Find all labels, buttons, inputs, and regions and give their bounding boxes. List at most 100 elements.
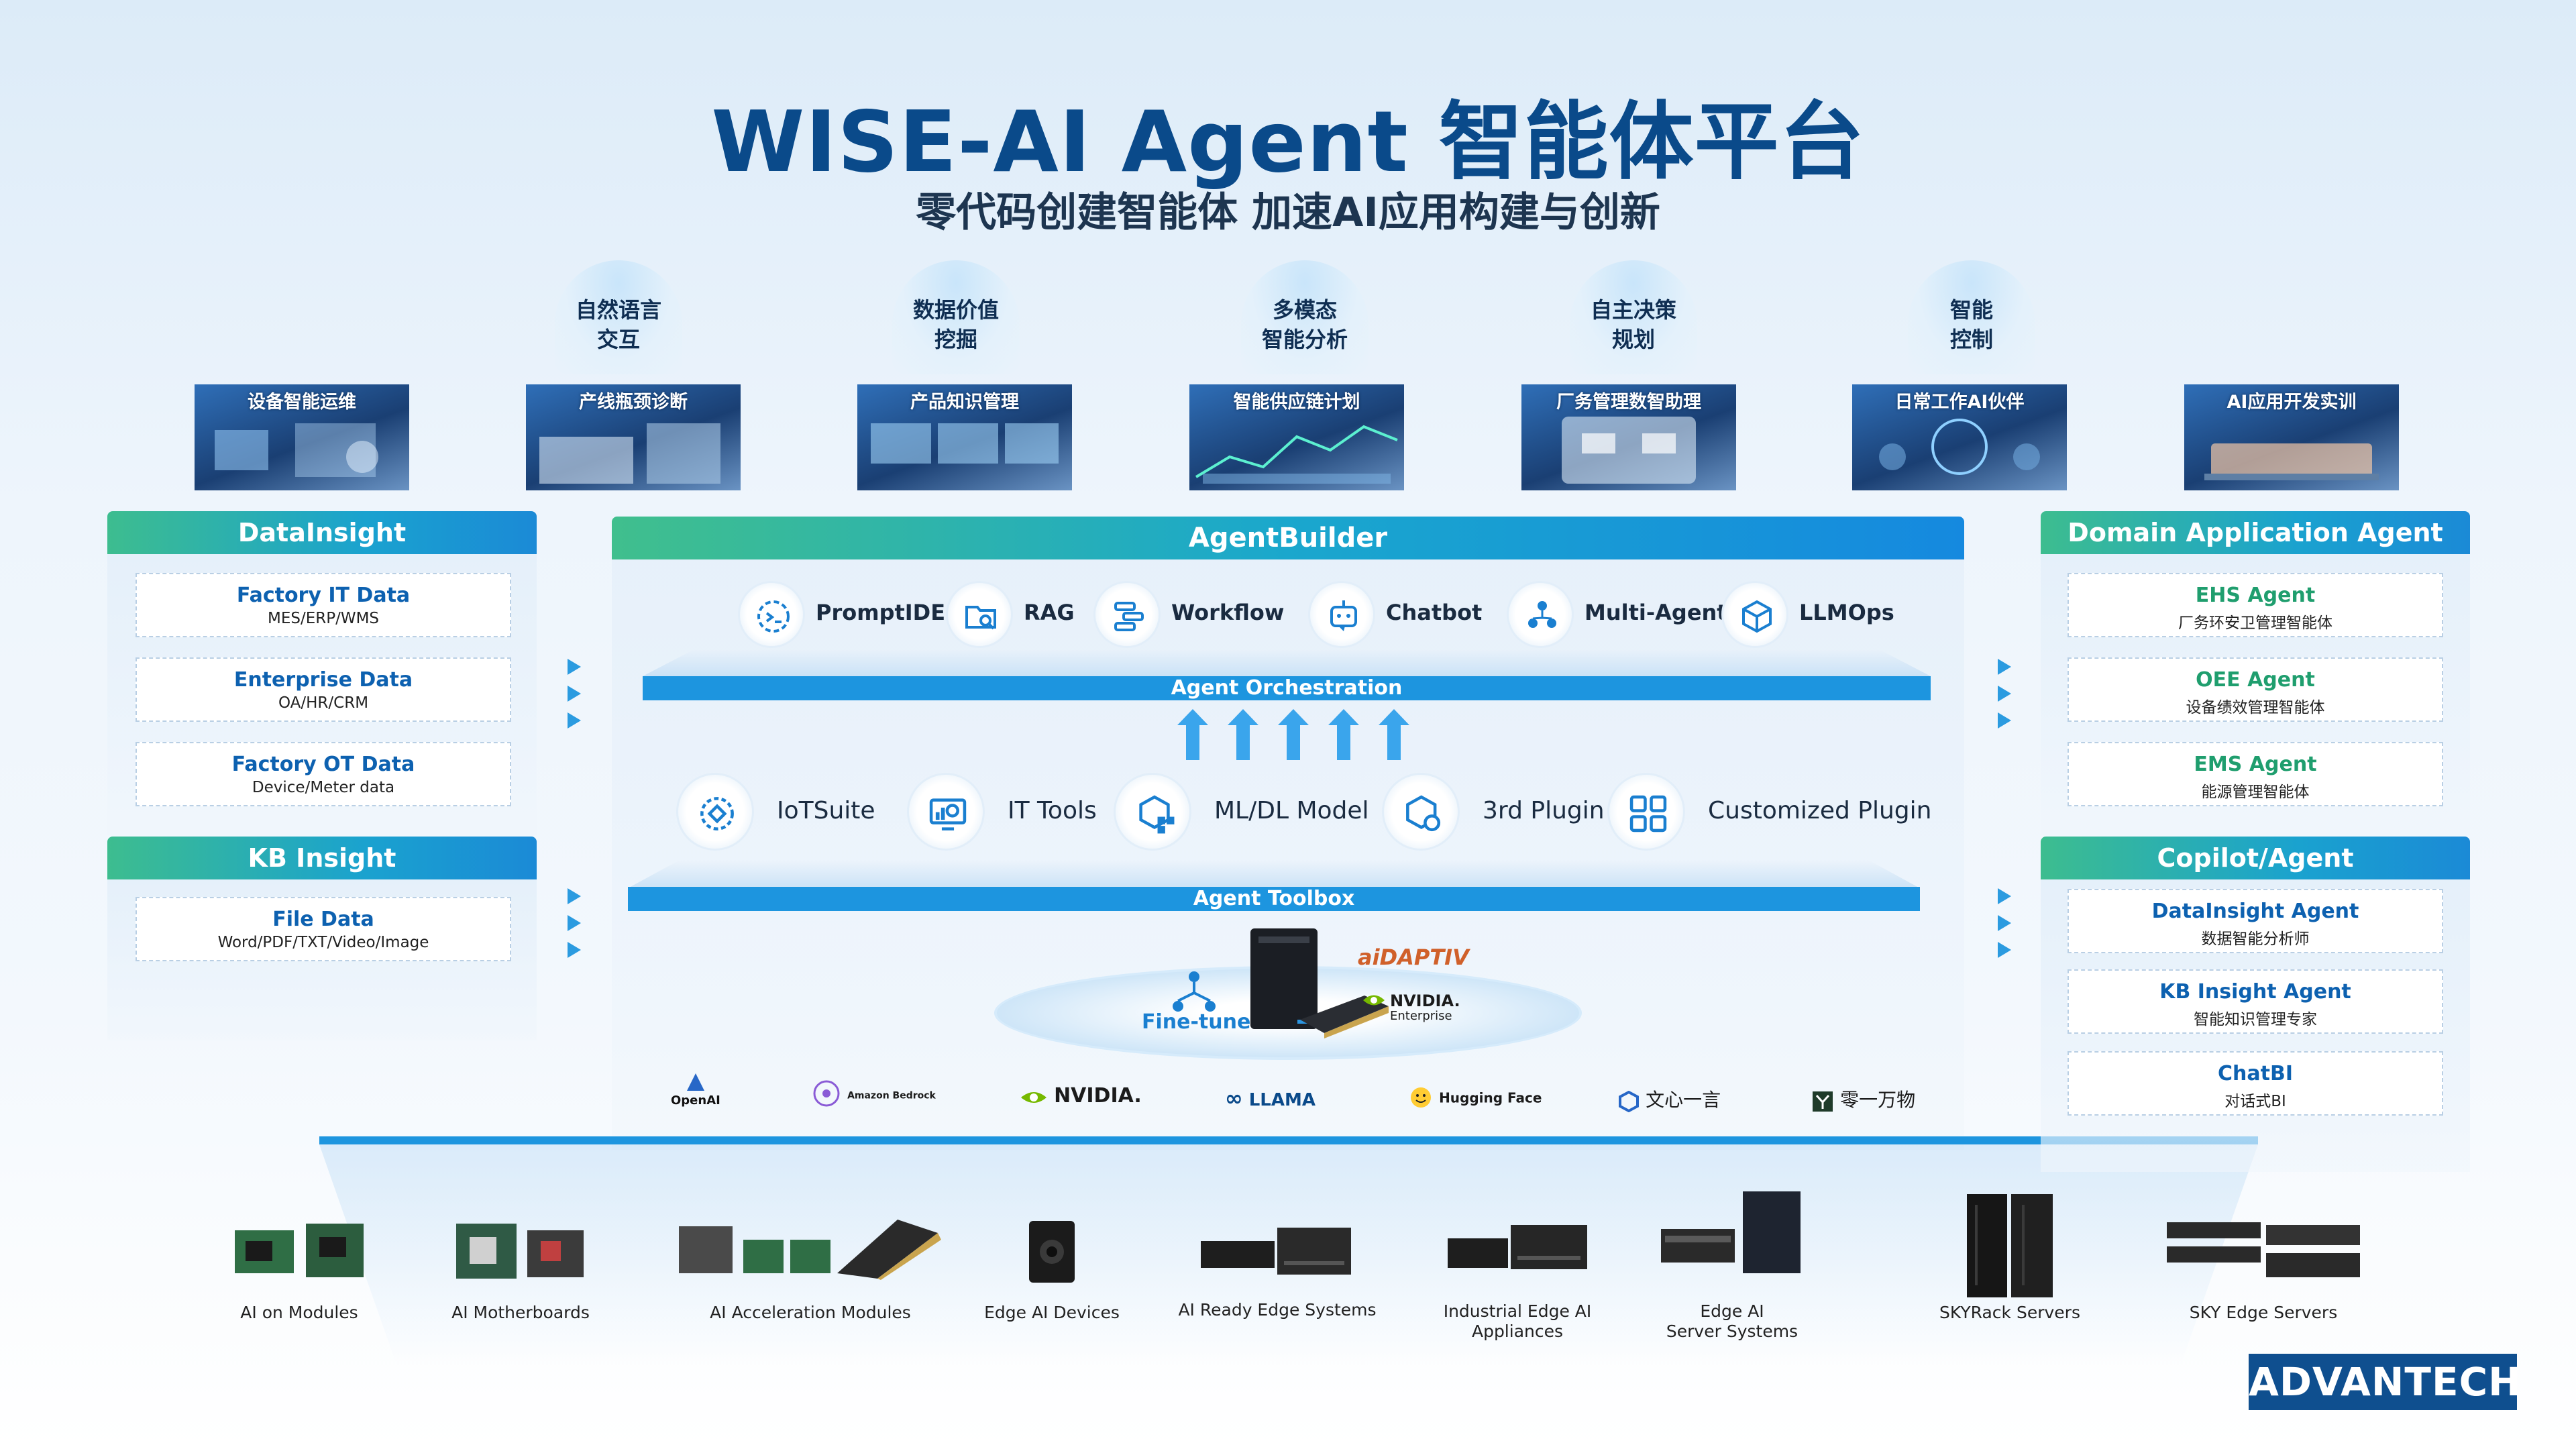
arrow-right-icon bbox=[1998, 888, 2011, 904]
page-subtitle: 零代码创建智能体 加速AI应用构建与创新 bbox=[916, 189, 1660, 236]
logo-label: LLAMA bbox=[1248, 1090, 1316, 1110]
agent-card[interactable]: OEE Agent 设备绩效管理智能体 bbox=[2068, 657, 2443, 722]
logo-label: Hugging Face bbox=[1439, 1089, 1542, 1106]
tool-promptide[interactable]: PromptIDE bbox=[738, 581, 945, 648]
logo-label: 零一万物 bbox=[1840, 1089, 1916, 1111]
tool-chatbot[interactable]: Chatbot bbox=[1308, 581, 1482, 648]
scene-card[interactable]: 智能供应链计划 bbox=[1189, 384, 1404, 490]
scene-image bbox=[215, 423, 378, 477]
data-source-card[interactable]: Factory IT Data MES/ERP/WMS bbox=[136, 573, 511, 637]
scene-card[interactable]: 厂务管理数智助理 bbox=[1521, 384, 1736, 490]
rack-server-image bbox=[1967, 1194, 2053, 1297]
scene-card[interactable]: 产品知识管理 bbox=[857, 384, 1072, 490]
toolbox-label: 3rd Plugin bbox=[1483, 797, 1605, 824]
module-image bbox=[235, 1224, 364, 1277]
hardware-label-line2: Server Systems bbox=[1666, 1322, 1799, 1341]
card-subtitle: Word/PDF/TXT/Video/Image bbox=[217, 934, 429, 951]
toolbox-customized-plugin[interactable]: Customized Plugin bbox=[1607, 773, 1931, 851]
tool-llmops[interactable]: LLMOps bbox=[1721, 581, 1894, 648]
hardware-divider bbox=[319, 1136, 2258, 1144]
tool-label: LLMOps bbox=[1799, 600, 1894, 625]
prompt-icon bbox=[738, 581, 805, 648]
grid-icon bbox=[1607, 773, 1685, 851]
hugging-face-logo: Hugging Face bbox=[1409, 1085, 1542, 1110]
scene-card[interactable]: 产线瓶颈诊断 bbox=[526, 384, 741, 490]
agent-card[interactable]: EHS Agent 厂务环安卫管理智能体 bbox=[2068, 573, 2443, 637]
toolbox-iotsuite[interactable]: IoTSuite bbox=[676, 773, 898, 851]
arrow-up-icon bbox=[1177, 709, 1208, 760]
capability-bubble: 数据价值 挖掘 bbox=[892, 260, 1020, 374]
tool-rag[interactable]: RAG bbox=[946, 581, 1080, 648]
data-source-card[interactable]: Factory OT Data Device/Meter data bbox=[136, 742, 511, 806]
card-subtitle: OA/HR/CRM bbox=[278, 694, 369, 712]
card-title: EHS Agent bbox=[2195, 584, 2316, 607]
card-subtitle: 能源管理智能体 bbox=[2201, 784, 2310, 801]
hardware-label: SKYRack Servers bbox=[1939, 1303, 2080, 1322]
data-source-card[interactable]: Enterprise Data OA/HR/CRM bbox=[136, 657, 511, 722]
arrow-right-icon bbox=[1998, 712, 2011, 729]
nvidia-enterprise-logo: NVIDIA. bbox=[1390, 991, 1460, 1010]
data-source-card[interactable]: File Data Word/PDF/TXT/Video/Image bbox=[136, 897, 511, 961]
hardware-label: AI Ready Edge Systems bbox=[1178, 1300, 1377, 1320]
lingyi-logo: 零一万物 bbox=[1811, 1085, 1915, 1113]
scene-image bbox=[2204, 443, 2379, 480]
agent-card[interactable]: KB Insight Agent 智能知识管理专家 bbox=[2068, 969, 2443, 1034]
wenxin-logo: 文心一言 bbox=[1618, 1085, 1721, 1112]
capability-line2: 交互 bbox=[596, 327, 640, 352]
edge-appliance-image bbox=[1448, 1225, 1587, 1269]
agent-card[interactable]: ChatBI 对话式BI bbox=[2068, 1051, 2443, 1116]
edge-server-image bbox=[1661, 1191, 1801, 1273]
lingyi-icon bbox=[1813, 1091, 1833, 1112]
scene-card[interactable]: 设备智能运维 bbox=[195, 384, 409, 490]
edge-device-image bbox=[1029, 1221, 1075, 1283]
acceleration-module-image bbox=[679, 1220, 941, 1280]
tool-label: Workflow bbox=[1171, 600, 1285, 625]
workflow-icon bbox=[1093, 581, 1161, 648]
edge-system-image bbox=[1201, 1228, 1351, 1275]
motherboard-image bbox=[456, 1224, 584, 1279]
card-title: Factory IT Data bbox=[236, 584, 411, 607]
card-subtitle: 数据智能分析师 bbox=[2201, 930, 2310, 948]
capability-line1: 自然语言 bbox=[575, 297, 661, 323]
arrow-up-icon bbox=[1379, 709, 1409, 760]
agentbuilder-title: AgentBuilder bbox=[612, 517, 1964, 559]
domain-agent-panel: Domain Application Agent EHS Agent 厂务环安卫… bbox=[2041, 511, 2470, 835]
capability-line2: 规划 bbox=[1611, 327, 1655, 352]
arrow-up-icon bbox=[1278, 709, 1309, 760]
tool-workflow[interactable]: Workflow bbox=[1093, 581, 1284, 648]
openai-logo: OpenAI bbox=[671, 1072, 720, 1108]
capability-line1: 多模态 bbox=[1272, 297, 1337, 323]
toolbox-3rd-plugin[interactable]: 3rd Plugin bbox=[1382, 773, 1610, 851]
logo-label: Amazon Bedrock bbox=[847, 1090, 936, 1102]
scene-caption: AI应用开发实训 bbox=[2226, 392, 2357, 413]
cube-icon bbox=[1721, 581, 1788, 648]
card-title: DataInsight Agent bbox=[2151, 900, 2359, 923]
card-subtitle: 对话式BI bbox=[2224, 1093, 2286, 1110]
scene-caption: 产品知识管理 bbox=[910, 392, 1019, 413]
tool-multi-agent[interactable]: Multi-Agent bbox=[1507, 581, 1727, 648]
arrow-right-icon bbox=[568, 942, 581, 958]
hardware-label: AI on Modules bbox=[240, 1303, 358, 1322]
arrow-right-icon bbox=[568, 659, 581, 675]
capability-line1: 智能 bbox=[1949, 297, 1993, 323]
card-title: EMS Agent bbox=[2194, 753, 2317, 776]
toolbox-ml-dl-model[interactable]: ML/DL Model bbox=[1114, 773, 1369, 851]
scene-caption: 设备智能运维 bbox=[248, 392, 356, 413]
orchestration-platform bbox=[643, 649, 1931, 676]
logo-label: OpenAI bbox=[671, 1093, 720, 1108]
infinity-icon: ∞ bbox=[1225, 1085, 1243, 1111]
logo-label: 文心一言 bbox=[1646, 1089, 1721, 1111]
agent-card[interactable]: EMS Agent 能源管理智能体 bbox=[2068, 742, 2443, 806]
toolbox-it-tools[interactable]: IT Tools bbox=[907, 773, 1122, 851]
iot-icon bbox=[676, 773, 754, 851]
copilot-title: Copilot/Agent bbox=[2041, 837, 2470, 879]
sky-edge-server-image bbox=[2167, 1222, 2360, 1277]
toolbox-label: ML/DL Model bbox=[1214, 797, 1369, 824]
capability-line1: 自主决策 bbox=[1590, 297, 1676, 323]
scene-card[interactable]: 日常工作AI伙伴 bbox=[1852, 384, 2067, 490]
agent-card[interactable]: DataInsight Agent 数据智能分析师 bbox=[2068, 889, 2443, 953]
arrow-right-icon bbox=[1998, 915, 2011, 931]
hugging-face-icon bbox=[1411, 1087, 1431, 1108]
scene-card[interactable]: AI应用开发实训 bbox=[2184, 384, 2399, 490]
tool-label: Multi-Agent bbox=[1585, 600, 1727, 625]
